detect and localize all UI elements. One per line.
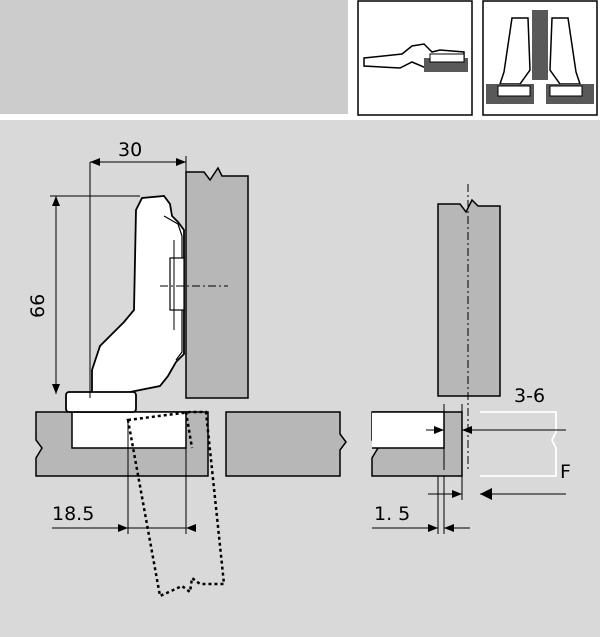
dimension-1-5	[372, 476, 470, 534]
dimension-18-5-label: 18.5	[52, 503, 94, 525]
dimension-18-5	[52, 412, 196, 534]
dimension-30-label: 30	[118, 139, 142, 161]
hinge-cup	[65, 391, 137, 413]
dimension-f	[428, 488, 566, 500]
adjacent-panel	[225, 411, 347, 477]
dimension-3-6	[426, 404, 566, 500]
hinge-side-view-icon	[357, 0, 473, 116]
side-panel-right	[437, 198, 501, 397]
dimension-1-5-label: 1. 5	[374, 503, 410, 525]
hinge-front-view-icon	[482, 0, 598, 116]
dimension-66	[50, 195, 140, 394]
dimension-66-label: 66	[27, 294, 49, 318]
dimension-30	[89, 156, 187, 398]
overlay-ghost	[480, 411, 557, 477]
side-panel	[185, 166, 249, 399]
dimension-f-label: F	[560, 461, 571, 483]
title-block	[0, 0, 348, 114]
cup-recess	[71, 411, 187, 449]
dimension-3-6-label: 3-6	[514, 385, 545, 407]
